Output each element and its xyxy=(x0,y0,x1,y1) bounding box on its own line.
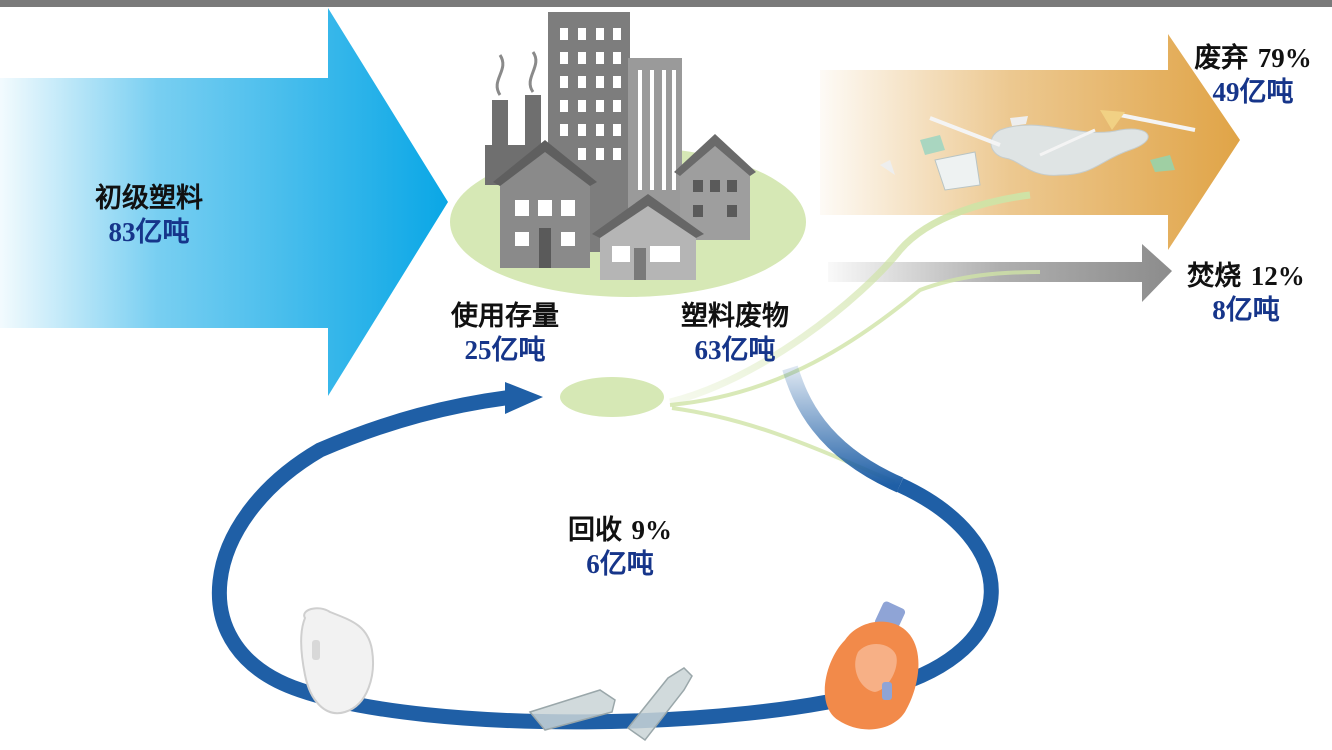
in-use-stock-unit: 亿吨 xyxy=(491,334,546,366)
waste-flow-streams xyxy=(669,191,1041,493)
recycle-label: 回收 9% 6亿吨 xyxy=(540,514,700,582)
incineration-value: 8 xyxy=(1212,294,1226,325)
discard-percent: 79% xyxy=(1257,43,1312,73)
plastic-waste-label: 塑料废物 63亿吨 xyxy=(655,300,815,368)
in-use-stock-value: 25 xyxy=(464,334,492,365)
incineration-label: 焚烧 12% 8亿吨 xyxy=(1170,260,1322,328)
primary-plastic-value: 83 xyxy=(108,216,136,247)
primary-plastic-unit: 亿吨 xyxy=(135,216,190,248)
top-bar xyxy=(0,0,1332,7)
recycle-title: 回收 xyxy=(568,515,623,546)
detergent-bottle-icon xyxy=(824,601,919,730)
incineration-title: 焚烧 xyxy=(1187,261,1242,292)
discard-value: 49 xyxy=(1212,76,1240,107)
recycle-value: 6 xyxy=(586,548,600,579)
incineration-unit: 亿吨 xyxy=(1225,294,1280,326)
plastic-bottle-icon xyxy=(528,667,693,742)
discard-unit: 亿吨 xyxy=(1239,76,1294,108)
primary-plastic-label: 初级塑料 83亿吨 xyxy=(60,182,238,250)
recycle-unit: 亿吨 xyxy=(599,548,654,580)
city-buildings-icon xyxy=(493,12,756,280)
plastic-debris-icon xyxy=(880,110,1196,191)
discard-title: 废弃 xyxy=(1194,43,1249,74)
primary-plastic-arrow xyxy=(0,8,448,396)
primary-plastic-title: 初级塑料 xyxy=(95,183,203,214)
recycle-percent: 9% xyxy=(631,515,672,545)
plastic-waste-unit: 亿吨 xyxy=(721,334,776,366)
in-use-stock-label: 使用存量 25亿吨 xyxy=(425,300,585,368)
plastic-waste-title: 塑料废物 xyxy=(681,301,789,332)
plastic-waste-value: 63 xyxy=(694,334,722,365)
milk-jug-icon xyxy=(300,607,374,715)
discard-label: 废弃 79% 49亿吨 xyxy=(1178,42,1328,110)
waste-pool xyxy=(560,377,664,417)
in-use-stock-title: 使用存量 xyxy=(451,301,559,332)
incineration-percent: 12% xyxy=(1250,261,1305,291)
recycling-loop xyxy=(211,382,999,730)
